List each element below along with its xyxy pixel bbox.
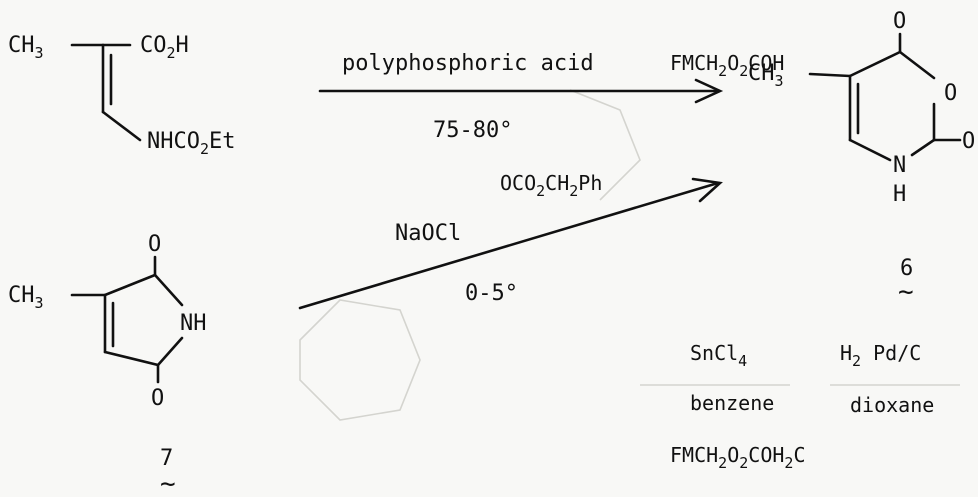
compound-7: CH3 O NH O 7 ~ xyxy=(8,232,207,497)
reagent-2: NaOCl xyxy=(395,221,461,246)
bleed-through: FMCH2O2COH OCO2CH2Ph SnCl4 benzene H2 Pd… xyxy=(299,51,960,472)
bond xyxy=(156,336,184,367)
bond xyxy=(898,50,936,80)
reaction-arrow-2: NaOCl 0-5° xyxy=(298,177,723,310)
imide-carbonyl-top: O xyxy=(148,232,161,257)
compound-6-number: 6 xyxy=(900,256,913,281)
temperature-1: 75-80° xyxy=(433,118,512,143)
arrowhead xyxy=(694,78,724,104)
bond xyxy=(103,350,160,367)
compound-6: CH3 O O O N H 6 ~ xyxy=(748,9,975,307)
starting-carbamate: NHCO2Et xyxy=(147,129,236,158)
arrow-shaft xyxy=(298,181,720,310)
compound-7-number: 7 xyxy=(160,446,173,471)
bond xyxy=(910,138,936,157)
product-carbonyl-right: O xyxy=(962,129,975,154)
starting-methyl: CH3 xyxy=(8,33,44,62)
temperature-2: 0-5° xyxy=(465,281,518,306)
imide-methyl: CH3 xyxy=(8,283,44,312)
product-h: H xyxy=(893,182,906,207)
compound-6-underline: ~ xyxy=(898,277,914,307)
compound-7-underline: ~ xyxy=(160,469,176,497)
starting-acid-group: CO2H xyxy=(140,33,189,62)
imide-nh: NH xyxy=(180,311,207,336)
bond xyxy=(103,273,157,297)
reagent-1: polyphosphoric acid xyxy=(342,51,594,76)
imide-carbonyl-bottom: O xyxy=(151,386,164,411)
bond xyxy=(848,50,902,78)
bond xyxy=(848,138,892,162)
svg-text:OCO2CH2Ph: OCO2CH2Ph xyxy=(500,171,602,200)
bond xyxy=(808,72,852,78)
reaction-arrow-1: polyphosphoric acid 75-80° xyxy=(318,51,724,143)
svg-text:FMCH2O2COH2C: FMCH2O2COH2C xyxy=(670,443,805,472)
product-carbonyl-top: O xyxy=(893,9,906,34)
svg-text:dioxane: dioxane xyxy=(850,393,934,417)
svg-text:SnCl4: SnCl4 xyxy=(690,341,747,370)
product-methyl: CH3 xyxy=(748,61,784,90)
starting-acid: CH3 CO2H NHCO2Et xyxy=(8,33,236,158)
svg-text:benzene: benzene xyxy=(690,391,774,415)
svg-text:FMCH2O2COH: FMCH2O2COH xyxy=(670,51,784,80)
product-ring-oxygen: O xyxy=(944,81,957,106)
product-n: N xyxy=(893,153,906,178)
bond xyxy=(153,273,184,307)
svg-text:H2 Pd/C: H2 Pd/C xyxy=(840,341,921,370)
bond xyxy=(101,110,142,142)
arrowhead xyxy=(691,177,723,203)
